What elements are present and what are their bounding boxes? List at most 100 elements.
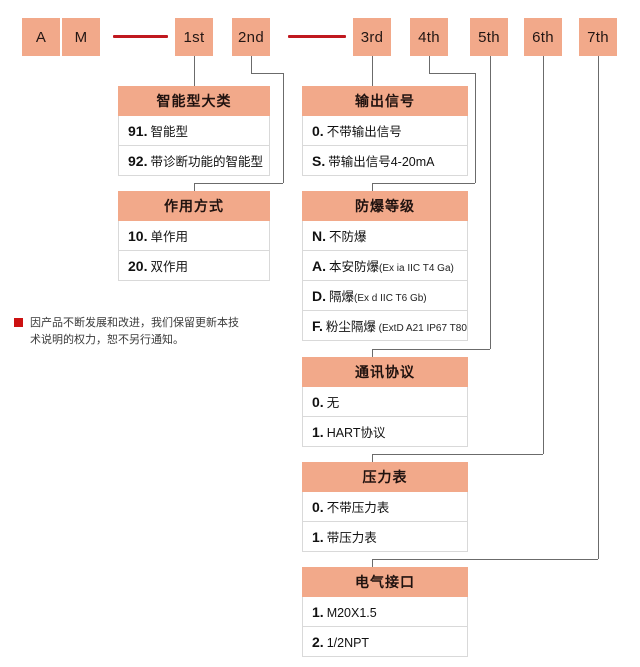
table-header-action-mode: 作用方式 [118,191,270,221]
connector-4th-seg2 [429,73,475,74]
code-box-2nd[interactable]: 2nd [232,18,270,56]
table-electrical-interface: 电气接口 1.M20X1.5 2.1/2NPT [302,567,468,657]
code-box-4th[interactable]: 4th [410,18,448,56]
connector-7th-seg3 [372,559,373,567]
table-header-explosion-proof-grade: 防爆等级 [302,191,468,221]
table-row[interactable]: D.隔爆(Ex d IIC T6 Gb) [302,281,468,311]
row-value: 无 [326,396,340,410]
connector-6th-seg1 [543,56,544,454]
table-row[interactable]: 91.智能型 [118,116,270,146]
connector-2nd-seg3 [283,73,284,183]
connector-2nd-seg2 [251,73,283,74]
table-row[interactable]: 92.带诊断功能的智能型 [118,146,270,176]
code-box-m[interactable]: M [62,18,100,56]
row-value: 双作用 [150,260,188,274]
code-box-6th[interactable]: 6th [524,18,562,56]
table-row[interactable]: 2.1/2NPT [302,627,468,657]
row-value: 隔爆 [329,290,355,304]
connector-5th-seg3 [372,349,373,357]
table-communication-protocol: 通讯协议 0.无 1.HART协议 [302,357,468,447]
table-intelligent-category: 智能型大类 91.智能型 92.带诊断功能的智能型 [118,86,270,176]
table-pressure-gauge: 压力表 0.不带压力表 1.带压力表 [302,462,468,552]
table-row[interactable]: 0.无 [302,387,468,417]
table-header-pressure-gauge: 压力表 [302,462,468,492]
row-key: 0. [312,123,324,139]
connector-5th-seg1 [490,56,491,349]
row-note: (ExtD A21 IP67 T80℃) [378,323,467,334]
row-value: 带压力表 [326,531,377,545]
connector-7th-seg2 [372,559,598,560]
table-row[interactable]: 0.不带压力表 [302,492,468,522]
table-row[interactable]: 20.双作用 [118,251,270,281]
row-key: 1. [312,529,324,545]
row-value: 带诊断功能的智能型 [150,155,263,169]
row-value: 单作用 [150,230,188,244]
row-value: 不带压力表 [326,501,390,515]
connector-4th-seg3 [475,73,476,183]
row-key: 20. [128,258,148,274]
table-row[interactable]: F.粉尘隔爆 (ExtD A21 IP67 T80℃) [302,311,468,341]
table-row[interactable]: S.带输出信号4-20mA [302,146,468,176]
table-row[interactable]: 1.HART协议 [302,417,468,447]
table-header-communication-protocol: 通讯协议 [302,357,468,387]
table-header-electrical-interface: 电气接口 [302,567,468,597]
table-output-signal: 输出信号 0.不带输出信号 S.带输出信号4-20mA [302,86,468,176]
row-note: (Ex d IIC T6 Gb) [354,293,427,304]
footnote-text: 因产品不断发展和改进，我们保留更新本技术说明的权力，恕不另行通知。 [30,317,239,346]
row-key: 10. [128,228,148,244]
connector-1st [194,56,195,86]
row-key: 92. [128,153,148,169]
row-key: 2. [312,634,324,650]
row-key: A. [312,258,326,274]
connector-6th-seg3 [372,454,373,462]
code-box-1st[interactable]: 1st [175,18,213,56]
row-key: D. [312,288,326,304]
row-value: 带输出信号4-20mA [328,155,435,169]
row-value: 粉尘隔爆 [325,320,376,334]
row-key: 1. [312,424,324,440]
table-row[interactable]: 10.单作用 [118,221,270,251]
connector-7th-seg1 [598,56,599,559]
table-row[interactable]: 1.M20X1.5 [302,597,468,627]
row-key: 91. [128,123,148,139]
bullet-square-icon [14,318,23,327]
connector-3rd [372,56,373,86]
table-explosion-proof-grade: 防爆等级 N.不防爆 A.本安防爆(Ex ia IIC T4 Ga) D.隔爆(… [302,191,468,341]
row-value: 本安防爆 [329,260,380,274]
red-dash-left [113,35,168,38]
row-value: 智能型 [150,125,188,139]
red-dash-right [288,35,346,38]
table-action-mode: 作用方式 10.单作用 20.双作用 [118,191,270,281]
table-header-intelligent-category: 智能型大类 [118,86,270,116]
code-box-a[interactable]: A [22,18,60,56]
row-value: M20X1.5 [326,606,377,620]
connector-4th-seg1 [429,56,430,73]
table-row[interactable]: A.本安防爆(Ex ia IIC T4 Ga) [302,251,468,281]
row-key: S. [312,153,326,169]
row-value: 不带输出信号 [326,125,402,139]
table-row[interactable]: N.不防爆 [302,221,468,251]
row-value: 不防爆 [329,230,367,244]
row-key: 0. [312,394,324,410]
row-value: 1/2NPT [326,636,370,650]
row-key: 1. [312,604,324,620]
connector-2nd-seg5 [194,183,195,191]
code-box-7th[interactable]: 7th [579,18,617,56]
row-key: F. [312,318,323,334]
table-row[interactable]: 0.不带输出信号 [302,116,468,146]
footnote: 因产品不断发展和改进，我们保留更新本技术说明的权力，恕不另行通知。 [14,315,249,349]
table-row[interactable]: 1.带压力表 [302,522,468,552]
code-box-5th[interactable]: 5th [470,18,508,56]
connector-2nd-seg1 [251,56,252,73]
code-box-3rd[interactable]: 3rd [353,18,391,56]
connector-5th-seg2 [372,349,490,350]
connector-4th-seg5 [372,183,373,191]
connector-4th-seg4 [372,183,475,184]
row-key: 0. [312,499,324,515]
row-value: HART协议 [326,426,386,440]
connector-2nd-seg4 [194,183,283,184]
row-key: N. [312,228,326,244]
table-header-output-signal: 输出信号 [302,86,468,116]
connector-6th-seg2 [372,454,543,455]
